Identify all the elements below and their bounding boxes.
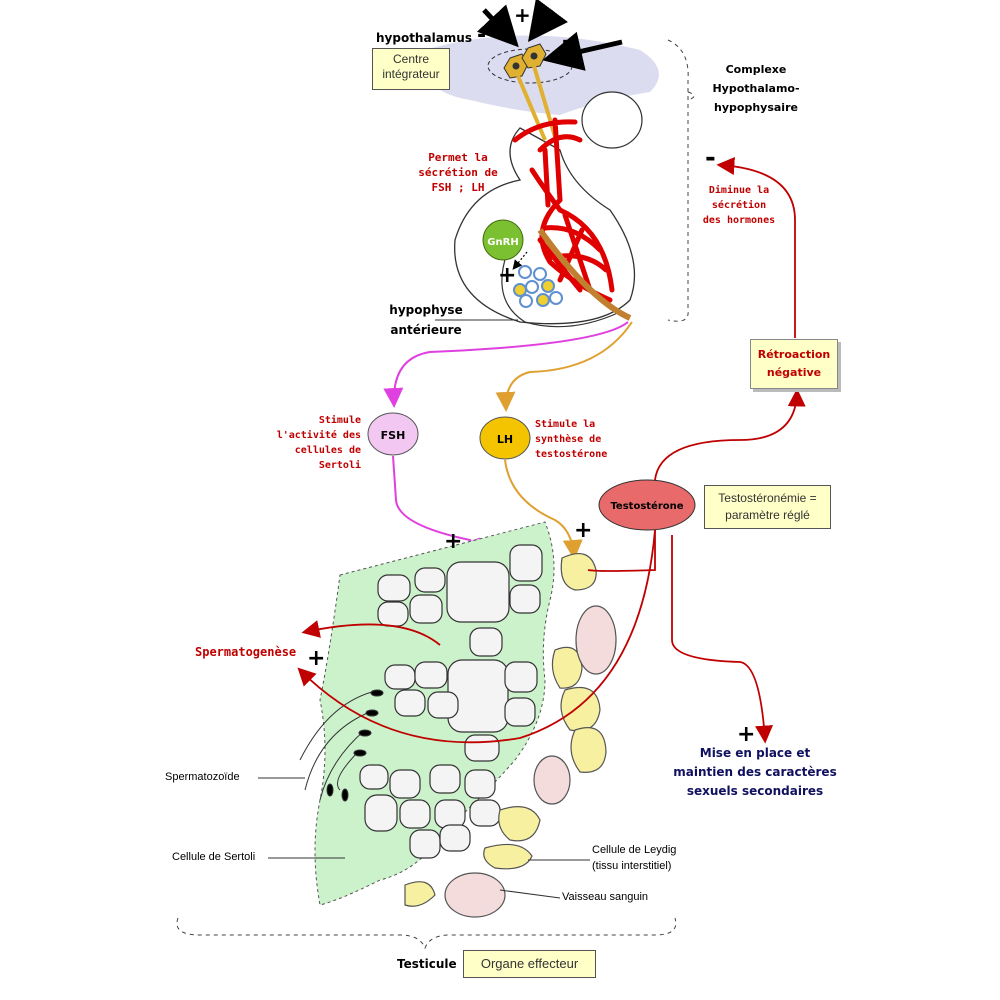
centre-integrateur-box: Centre intégrateur <box>372 48 450 90</box>
spermatogenese-label: Spermatogenèse <box>195 645 297 659</box>
stimule-sertoli-label: Stimule l'activité des cellules de Serto… <box>276 415 361 471</box>
plus-sign-top: + <box>514 3 531 27</box>
gnrh-circle <box>482 219 524 261</box>
gonadotropic-cells <box>513 265 563 308</box>
minus-sign-right: - <box>562 29 571 54</box>
caracteres-secondaires-label: Mise en place et maintien des caractères… <box>673 746 837 798</box>
stimule-lh-label: Stimule la synthèse de testostérone <box>535 419 608 460</box>
minus-sign-left: - <box>477 23 486 48</box>
organe-effecteur-box: Organe effecteur <box>463 950 596 978</box>
testosterone-label: Testostérone <box>610 500 683 512</box>
anterior-lobe-outline <box>501 249 621 328</box>
third-ventricle-lobe <box>581 91 643 149</box>
testicule-label: Testicule <box>397 957 457 971</box>
sign-marks: + - - - + + + + + <box>307 3 755 747</box>
fsh-circle <box>367 412 419 456</box>
testis-bracket <box>176 917 677 950</box>
fsh-label: FSH <box>381 429 406 442</box>
retroaction-to-complex-arrow <box>716 156 796 338</box>
complex-bracket <box>667 39 695 322</box>
plus-sign-leydig: + <box>574 518 592 543</box>
fsh-to-sertoli-arrow <box>392 455 480 560</box>
testosterone-to-secondary-traits-arrow <box>671 535 774 744</box>
permet-secretion-label: Permet la sécrétion de FSH ; LH <box>418 151 498 194</box>
retroaction-box: Rétroaction négative <box>750 339 838 389</box>
testosterone-to-retroaction-arrow <box>654 388 806 481</box>
gnrh-label: GnRH <box>487 237 518 248</box>
pituitary-stalk-vessel <box>537 228 632 321</box>
plus-sign-secondary: + <box>737 722 755 747</box>
lh-circle <box>479 416 531 460</box>
hypothalamus-label: hypothalamus <box>376 31 472 45</box>
germ-cells <box>359 544 543 859</box>
neuron-cells <box>503 43 558 141</box>
plus-sign-spermatogenesis: + <box>307 646 325 671</box>
minus-sign-feedback: - <box>705 143 716 173</box>
lh-secretion-arrow <box>495 321 633 412</box>
gnrh-arrow <box>512 251 528 270</box>
plus-sign-gnrh: + <box>498 263 516 288</box>
spermatogenesis-arrow <box>301 620 441 646</box>
testosterone-ellipse <box>598 479 696 531</box>
leydig-to-testosterone-line <box>587 530 656 572</box>
hypophyse-label: hypophyse antérieure <box>389 303 463 337</box>
leydig-label: Cellule de Leydig (tissu interstitiel) <box>592 844 677 872</box>
complexe-label: Complexe Hypothalamo-hypophysaire <box>712 63 800 114</box>
fsh-secretion-arrow <box>383 321 629 408</box>
testosterone-to-tubule-arrow <box>297 529 656 744</box>
spermatozoide-label: Spermatozoïde <box>165 771 240 783</box>
leydig-cells <box>404 552 607 907</box>
spermatozoa <box>299 689 384 802</box>
diminue-secretion-label: Diminue la sécrétion des hormones <box>702 185 776 226</box>
blood-vessels <box>444 605 617 918</box>
lh-to-leydig-arrow <box>504 459 583 560</box>
vaisseau-label: Vaisseau sanguin <box>562 891 649 903</box>
leader-lines <box>258 319 590 899</box>
plus-sign-sertoli: + <box>444 529 462 554</box>
input-arrows <box>476 0 623 71</box>
lh-label: LH <box>497 433 513 446</box>
testosteronemie-box: Testostéronémie = paramètre réglé <box>704 485 831 529</box>
sertoli-label: Cellule de Sertoli <box>172 851 256 863</box>
